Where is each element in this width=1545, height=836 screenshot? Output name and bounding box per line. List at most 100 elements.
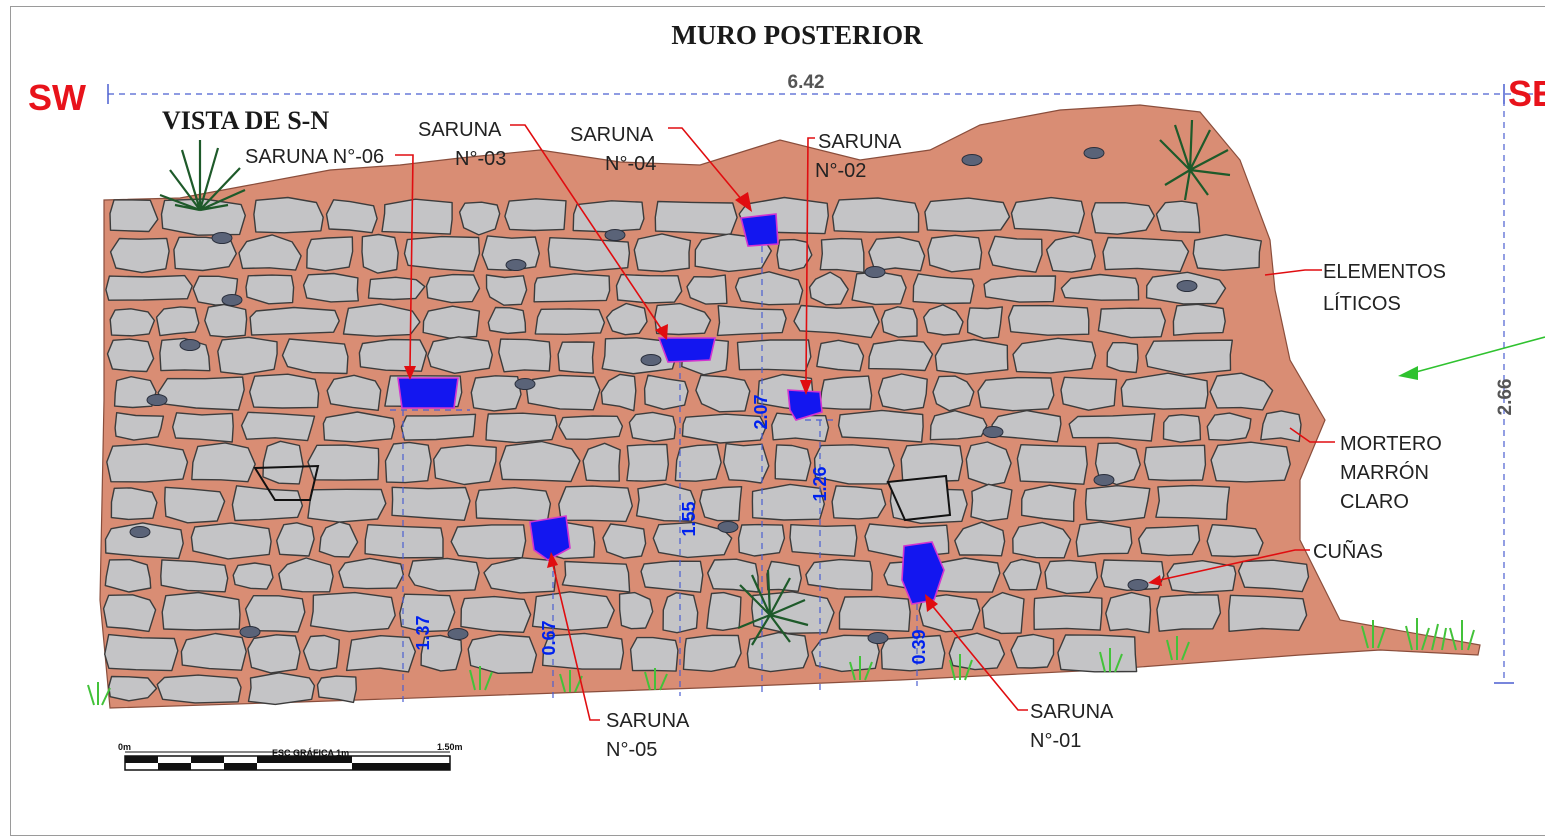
lithic-stone (487, 306, 527, 335)
lithic-stone (161, 591, 241, 631)
lithic-stone (600, 373, 637, 412)
lithic-stone (635, 483, 696, 522)
lithic-stone (643, 374, 689, 410)
lithic-stone (1260, 410, 1302, 443)
cuna-wedge (129, 526, 151, 538)
lithic-stone (1057, 634, 1138, 673)
green-pointer-arrow (1398, 336, 1545, 380)
lithic-stone (900, 443, 964, 483)
lithic-stone (1090, 202, 1155, 235)
cuna-wedge (717, 521, 739, 533)
lithic-stone (114, 412, 165, 441)
lithic-stone (247, 672, 316, 706)
lithic-stone (1044, 559, 1099, 595)
lithic-stone (238, 234, 302, 271)
lithic-stone (231, 485, 304, 522)
cuna-wedge (447, 628, 469, 640)
lithic-stone (615, 273, 683, 304)
lithic-stone (533, 273, 611, 303)
lithic-stone (1145, 339, 1233, 376)
drawing-title: MURO POSTERIOR (671, 20, 923, 50)
saruna-n01-label-line2: N°-01 (1030, 730, 1081, 752)
lithic-stone (1016, 444, 1088, 485)
cuna-wedge (1176, 280, 1198, 292)
graphic-scale-bar (124, 751, 451, 771)
lithic-stone (805, 558, 873, 591)
lithic-stone (106, 443, 189, 483)
lithic-stone (156, 674, 242, 704)
lithic-stone (109, 308, 156, 337)
lithic-stone (851, 271, 907, 306)
legend-elementos-line2: LÍTICOS (1323, 292, 1401, 315)
cuna-wedge (982, 426, 1004, 438)
lithic-stone (381, 198, 453, 235)
lithic-stone (1143, 444, 1207, 482)
lithic-stone (602, 523, 647, 559)
lithic-stone (1237, 559, 1310, 593)
cuna-wedge (867, 632, 889, 644)
lithic-stone (1210, 441, 1291, 483)
lithic-stone (965, 441, 1012, 486)
lithic-stone (160, 559, 229, 593)
lithic-stones (102, 196, 1310, 706)
lithic-stone (262, 440, 304, 485)
lithic-stone (249, 373, 320, 409)
legend-cunas-label: CUÑAS (1313, 539, 1383, 563)
cuna-wedge (640, 354, 662, 366)
view-label: VISTA DE S-N (162, 106, 329, 135)
saruna-n05-label-line2: N°-05 (606, 739, 657, 761)
saruna-n03-niche (657, 337, 717, 363)
lithic-stone (927, 234, 983, 273)
lithic-stone (403, 235, 481, 273)
saruna-n01-height-value: 0.39 (909, 629, 929, 664)
lithic-stone (180, 632, 247, 671)
lithic-stone (253, 196, 324, 234)
saruna-n02-niche (787, 389, 823, 421)
saruna-n04-label-line2: N°-04 (605, 153, 656, 175)
saruna-n05-label-line1: SARUNA (606, 710, 690, 732)
lithic-stone (1172, 303, 1226, 336)
lithic-stone (191, 442, 256, 483)
lithic-stone (966, 306, 1003, 340)
lithic-stone (399, 593, 456, 633)
lithic-stone (542, 632, 625, 670)
lithic-stone (1209, 372, 1274, 411)
lithic-stone (110, 487, 158, 521)
lithic-stone (699, 486, 743, 522)
lithic-stone (425, 273, 481, 304)
lithic-stone (558, 415, 624, 440)
lithic-stone (307, 444, 380, 481)
cuna-wedge (221, 294, 243, 306)
lithic-stone (707, 558, 759, 593)
lithic-stone (934, 338, 1009, 375)
saruna-n02-label-line2: N°-02 (815, 160, 866, 182)
lithic-stone (970, 483, 1013, 522)
lithic-stone (1097, 307, 1166, 339)
lithic-stone (686, 274, 728, 305)
lithic-stone (837, 409, 924, 443)
lithic-stone (244, 595, 306, 633)
empty-cavity-left (253, 464, 320, 501)
shrub-top-right (1159, 119, 1231, 201)
lithic-stone (654, 200, 738, 236)
lithic-stone (400, 413, 477, 441)
saruna-n03-height-value: 1.55 (679, 501, 699, 536)
lithic-stone (736, 339, 812, 372)
lithic-stone (674, 443, 722, 482)
lithic-stone (557, 341, 595, 374)
lithic-stone (164, 486, 226, 524)
lithic-stone (1100, 559, 1165, 591)
lithic-stone (954, 521, 1006, 557)
legend-mortero-line2: MARRÓN (1340, 461, 1429, 484)
lithic-stone (746, 631, 810, 673)
lithic-stone (1068, 413, 1156, 442)
lithic-stone (307, 488, 387, 523)
lithic-stone (1060, 376, 1118, 411)
saruna-n05-niche (529, 515, 571, 561)
lithic-stone (929, 410, 988, 441)
cuna-wedge (179, 339, 201, 351)
lithic-stone (1156, 594, 1222, 632)
lithic-stone (572, 200, 645, 233)
lithic-stone (561, 560, 631, 593)
